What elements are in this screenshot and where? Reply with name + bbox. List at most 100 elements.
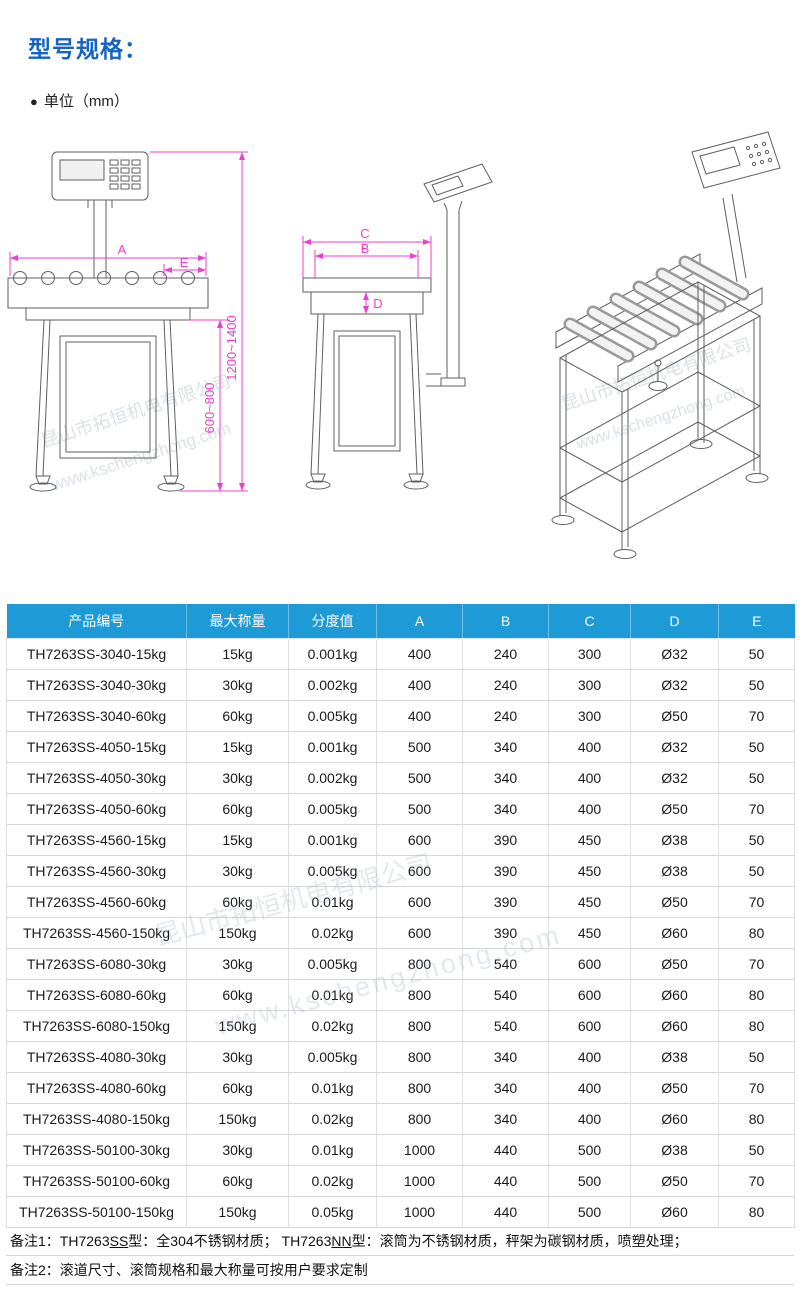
table-cell: 390	[462, 916, 549, 949]
front-view-drawing	[7, 151, 209, 492]
table-cell: TH7263SS-3040-30kg	[6, 668, 187, 701]
indicator-head-iso	[691, 131, 781, 189]
side-view-dimensions: C B D	[302, 226, 432, 314]
table-cell: 440	[462, 1164, 549, 1197]
rail-back	[617, 287, 763, 383]
table-cell: TH7263SS-4050-60kg	[6, 792, 187, 825]
table-cell: 50	[718, 761, 795, 794]
roller-box-side	[310, 291, 424, 315]
note-2: 备注2：滚道尺寸、滚筒规格和最大称量可按用户要求定制	[6, 1256, 794, 1285]
frame-plate	[25, 307, 191, 321]
table-cell: 50	[718, 854, 795, 887]
table-cell: 800	[376, 1040, 463, 1073]
dim-label-a: A	[118, 242, 127, 257]
table-cell: 400	[548, 730, 631, 763]
table-cell: TH7263SS-4050-15kg	[6, 730, 187, 763]
column-header: 最大称量	[186, 604, 289, 638]
table-cell: 440	[462, 1133, 549, 1166]
indicator-pole-iso	[722, 193, 747, 283]
table-cell: 400	[548, 1040, 631, 1073]
table-cell: 340	[462, 730, 549, 763]
notes-section: 备注1：TH7263SS型：全304不锈钢材质； TH7263NN型：滚筒为不锈…	[6, 1227, 794, 1285]
adjustable-feet-iso	[551, 439, 769, 559]
table-cell: 30kg	[186, 761, 289, 794]
table-cell: TH7263SS-4050-30kg	[6, 761, 187, 794]
column-header: 产品编号	[6, 604, 187, 638]
table-cell: 0.001kg	[288, 730, 377, 763]
indicator-screen-iso	[699, 146, 741, 175]
table-cell: 30kg	[186, 854, 289, 887]
table-cell: TH7263SS-50100-60kg	[6, 1164, 187, 1197]
stand-legs	[35, 319, 179, 477]
table-cell: Ø50	[630, 792, 719, 825]
table-cell: 0.005kg	[288, 699, 377, 732]
table-cell: 70	[718, 885, 795, 918]
table-cell: 390	[462, 823, 549, 856]
table-cell: Ø60	[630, 1009, 719, 1042]
table-cell: 240	[462, 699, 549, 732]
table-cell: 390	[462, 854, 549, 887]
table-cell: 30kg	[186, 947, 289, 980]
table-cell: 60kg	[186, 1071, 289, 1104]
table-cell: 0.001kg	[288, 823, 377, 856]
table-cell: TH7263SS-50100-30kg	[6, 1133, 187, 1166]
table-cell: Ø50	[630, 947, 719, 980]
bullet-icon: ●	[30, 94, 38, 109]
table-cell: 30kg	[186, 1133, 289, 1166]
table-cell: 50	[718, 637, 795, 670]
table-cell: Ø38	[630, 854, 719, 887]
table-cell: 30kg	[186, 668, 289, 701]
table-cell: 450	[548, 823, 631, 856]
table-cell: 0.02kg	[288, 1164, 377, 1197]
table-cell: Ø32	[630, 668, 719, 701]
table-cell: 80	[718, 1195, 795, 1228]
table-cell: 540	[462, 1009, 549, 1042]
side-view-drawing	[302, 163, 493, 490]
table-cell: 0.005kg	[288, 854, 377, 887]
table-cell: 15kg	[186, 823, 289, 856]
indicator-screen	[59, 159, 105, 181]
table-cell: 800	[376, 947, 463, 980]
table-cell: 390	[462, 885, 549, 918]
table-cell: Ø50	[630, 699, 719, 732]
table-cell: Ø50	[630, 1164, 719, 1197]
table-cell: TH7263SS-6080-150kg	[6, 1009, 187, 1042]
table-cell: 500	[376, 761, 463, 794]
table-cell: 500	[548, 1164, 631, 1197]
table-cell: 70	[718, 699, 795, 732]
isometric-view-drawing	[551, 131, 781, 559]
stand-legs-iso	[559, 282, 761, 550]
table-cell: 340	[462, 792, 549, 825]
table-cell: 400	[548, 1071, 631, 1104]
table-cell: 150kg	[186, 1195, 289, 1228]
table-cell: 80	[718, 978, 795, 1011]
table-cell: 0.02kg	[288, 1009, 377, 1042]
table-cell: 540	[462, 978, 549, 1011]
table-cell: 400	[376, 668, 463, 701]
table-cell: 340	[462, 1102, 549, 1135]
table-cell: TH7263SS-4560-150kg	[6, 916, 187, 949]
table-cell: 60kg	[186, 978, 289, 1011]
table-cell: 60kg	[186, 699, 289, 732]
table-cell: 70	[718, 1164, 795, 1197]
table-cell: 50	[718, 823, 795, 856]
table-cell: 450	[548, 885, 631, 918]
indicator-keypad	[109, 159, 141, 190]
dim-label-total-height: 1200~1400	[224, 315, 239, 380]
table-cell: 80	[718, 1009, 795, 1042]
table-cell: 0.02kg	[288, 1102, 377, 1135]
table-cell: 800	[376, 1009, 463, 1042]
table-cell: Ø32	[630, 761, 719, 794]
table-cell: TH7263SS-3040-60kg	[6, 699, 187, 732]
table-cell: TH7263SS-4080-60kg	[6, 1071, 187, 1104]
